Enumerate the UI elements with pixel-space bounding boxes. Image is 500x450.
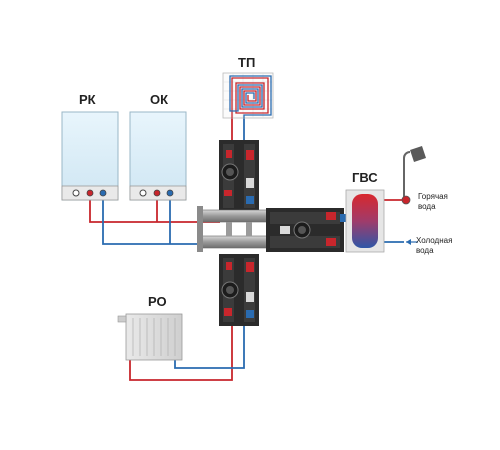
hot-water-label: Горячая вода xyxy=(418,192,448,212)
pipe-rk-supply xyxy=(89,200,220,223)
underfloor-label: ТП xyxy=(238,55,256,70)
pump-module-bottom xyxy=(219,254,259,326)
radiator-icon xyxy=(117,313,183,361)
dhw-label: ГВС xyxy=(352,170,378,185)
pipe-rk-return xyxy=(102,200,220,245)
boiler-rk xyxy=(61,111,119,201)
manifold xyxy=(197,206,277,252)
floor-pipes xyxy=(231,118,245,140)
shower-head-icon xyxy=(401,146,426,205)
boiler-rk-label: РК xyxy=(79,92,96,107)
pump-module-dhw xyxy=(266,208,348,252)
boiler-pipes xyxy=(89,200,220,245)
boiler-ok xyxy=(129,111,187,201)
pump-module-top xyxy=(219,140,259,212)
radiator-pipes xyxy=(129,326,245,381)
hot-water-tank xyxy=(345,189,385,253)
cold-water-label-line2: вода xyxy=(416,246,434,255)
underfloor-heating-coil-icon xyxy=(222,72,274,119)
hot-water-label-line1: Горячая xyxy=(418,192,448,201)
cold-water-label: Холодная вода xyxy=(416,236,452,256)
arrow-icon xyxy=(406,239,418,245)
hot-water-label-line2: вода xyxy=(418,202,436,211)
cold-water-label-line1: Холодная xyxy=(416,236,453,245)
radiator-label: РО xyxy=(148,294,167,309)
boiler-ok-label: ОК xyxy=(150,92,169,107)
